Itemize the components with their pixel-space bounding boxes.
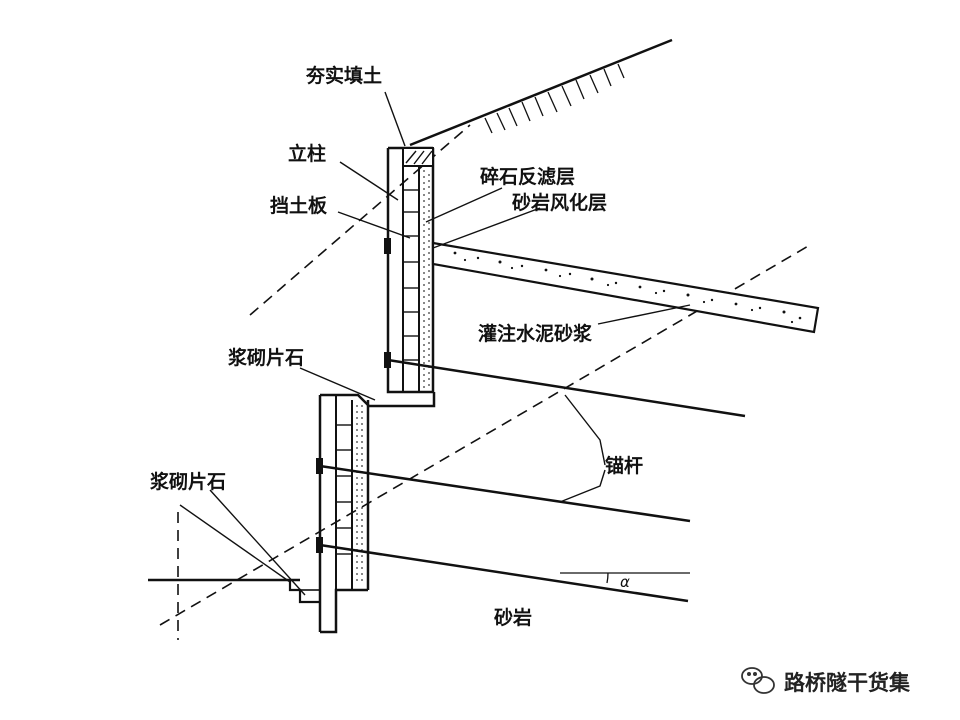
label-gravel-filter: 碎石反滤层 [480,165,575,188]
anchor-rods [319,358,746,603]
slope-ground [409,38,673,147]
label-mortar-rubble-upper: 浆砌片石 [228,346,304,369]
dashed-boundaries [159,124,811,640]
label-grout: 灌注水泥砂浆 [478,322,593,345]
anchor-head-1 [384,238,391,254]
label-compacted-fill: 夯实填土 [305,64,382,87]
label-retaining-plate: 挡土板 [270,194,328,217]
step-bench [320,392,436,408]
label-sandstone: 砂岩 [494,606,532,629]
watermark-text: 路桥隧干货集 [784,671,911,695]
label-sandstone-weathered: 砂岩风化层 [512,191,607,214]
label-mortar-rubble-lower: 浆砌片石 [150,470,226,493]
compacted-fill-cap [402,147,434,167]
anchor-heads [316,352,391,553]
label-column: 立柱 [288,142,326,165]
angle-alpha-mark [560,572,690,584]
leader-lines [179,91,691,596]
upper-wall [386,146,435,394]
watermark: 路桥隧干货集 [741,667,911,695]
label-anchor-rod: 锚杆 [605,454,643,477]
lower-wall [288,395,370,634]
grouted-anchor [384,238,820,334]
diagram-labels: 夯实填土 立柱 碎石反滤层 挡土板 砂岩风化层 灌注水泥砂浆 浆砌片石 锚杆 浆… [150,64,643,629]
label-angle-alpha: α [620,573,630,591]
toe-rubble [299,589,321,603]
wechat-icon [741,667,775,694]
